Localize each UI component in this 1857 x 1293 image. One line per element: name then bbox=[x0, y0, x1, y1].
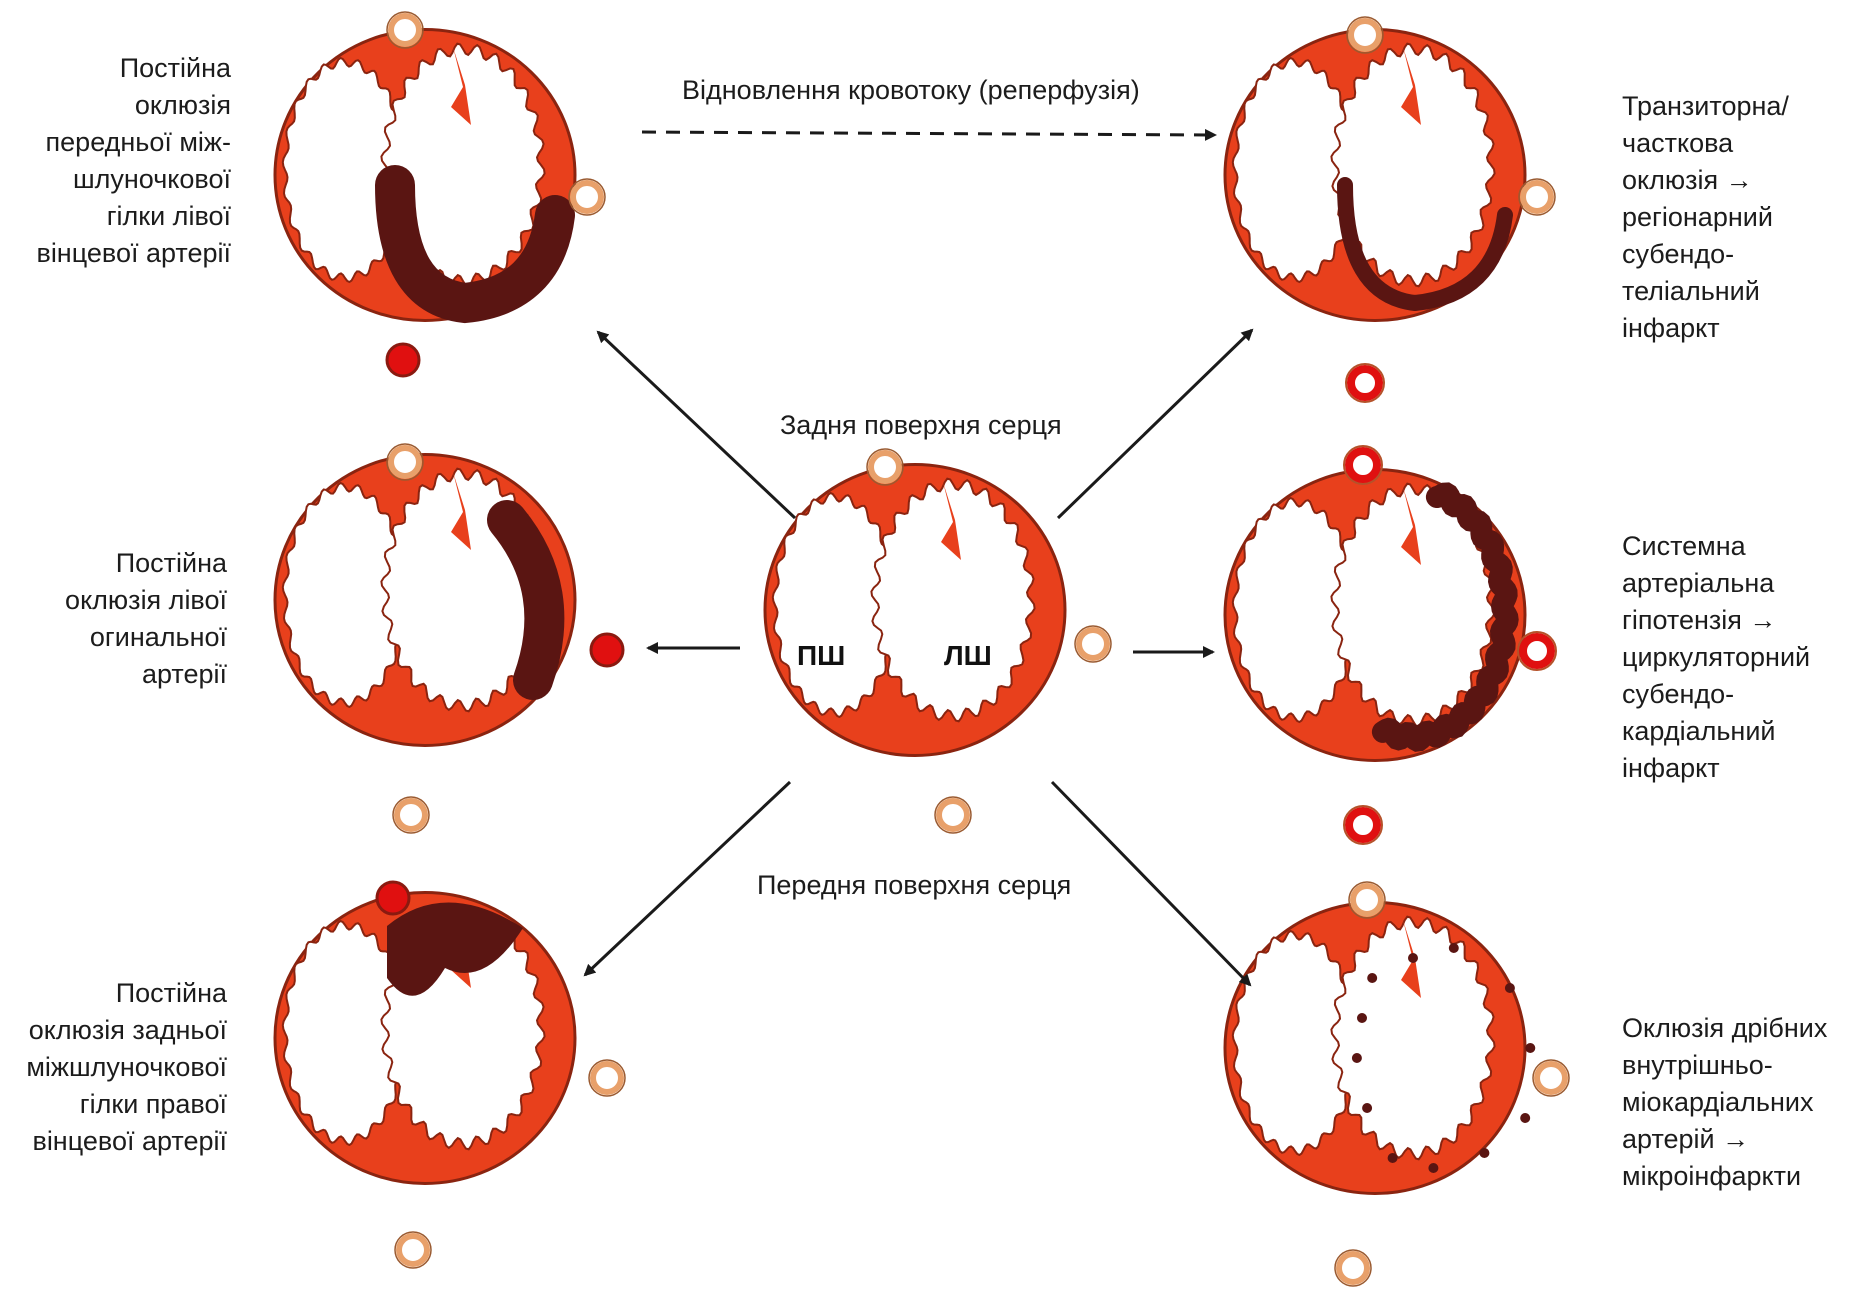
heart-section-small-vessel-occlusion bbox=[1225, 882, 1569, 1286]
heart-section-posterior-occlusion bbox=[275, 882, 625, 1268]
coronary-vessel-1 bbox=[593, 1064, 621, 1092]
micro-infarct-0 bbox=[1367, 973, 1377, 983]
heart-section-hypotension bbox=[1225, 446, 1556, 844]
caption-systemic-hypotension: Системна артеріальна гіпотензія → циркул… bbox=[1622, 528, 1810, 787]
heart-section-anterior-occlusion bbox=[275, 12, 605, 376]
caption-transient-occlusion: Транзиторна/ часткова оклюзія → регіонар… bbox=[1622, 88, 1789, 347]
coronary-vessel-1 bbox=[1523, 637, 1551, 665]
micro-infarct-9 bbox=[1362, 1103, 1372, 1113]
micro-infarct-7 bbox=[1428, 1163, 1438, 1173]
heart-section-circumflex-occlusion bbox=[275, 444, 623, 833]
arrow-to-small-vessel-occlusion bbox=[1052, 782, 1250, 985]
caption-circumflex-occlusion: Постійна оклюзія лівої огинальної артері… bbox=[65, 545, 227, 693]
occluded-vessel bbox=[591, 634, 623, 666]
arrow-to-transient-occlusion bbox=[1058, 330, 1252, 518]
partially-occluded-vessel bbox=[1351, 369, 1379, 397]
coronary-vessel-1 bbox=[1523, 183, 1551, 211]
arrow-to-anterior-occlusion bbox=[598, 332, 795, 518]
micro-infarct-6 bbox=[1479, 1148, 1489, 1158]
right-ventricle-label: ПШ bbox=[797, 640, 845, 672]
micro-infarct-11 bbox=[1357, 1013, 1367, 1023]
coronary-vessel-2 bbox=[939, 801, 967, 829]
micro-infarct-8 bbox=[1388, 1153, 1398, 1163]
coronary-vessel-2 bbox=[1349, 811, 1377, 839]
posterior-surface-label: Задня поверхня серця bbox=[780, 407, 1062, 444]
micro-infarct-3 bbox=[1505, 983, 1515, 993]
occluded-vessel bbox=[387, 344, 419, 376]
anterior-surface-label: Передня поверхня серця bbox=[757, 867, 1071, 904]
coronary-vessel-1 bbox=[1079, 630, 1107, 658]
caption-small-vessel-occlusion: Оклюзія дрібних внутрішньо- міокардіальн… bbox=[1622, 1010, 1827, 1195]
coronary-vessel-2 bbox=[399, 1236, 427, 1264]
coronary-vessel-0 bbox=[391, 16, 419, 44]
left-ventricle-label: ЛШ bbox=[944, 640, 992, 672]
heart-section-transient-occlusion bbox=[1225, 17, 1555, 402]
micro-infarct-1 bbox=[1408, 953, 1418, 963]
coronary-vessel-2 bbox=[1339, 1254, 1367, 1282]
coronary-vessel-1 bbox=[1537, 1064, 1565, 1092]
micro-infarct-5 bbox=[1520, 1113, 1530, 1123]
coronary-vessel-1 bbox=[573, 183, 601, 211]
reperfusion-label: Відновлення кровотоку (реперфузія) bbox=[682, 72, 1140, 109]
caption-posterior-descending-occlusion: Постійна оклюзія задньої міжшлуночкової … bbox=[26, 975, 227, 1160]
coronary-vessel-0 bbox=[391, 448, 419, 476]
micro-infarct-4 bbox=[1525, 1043, 1535, 1053]
occluded-vessel bbox=[377, 882, 409, 914]
coronary-vessel-2 bbox=[397, 801, 425, 829]
coronary-vessel-0 bbox=[871, 453, 899, 481]
caption-anterior-descending-occlusion: Постійна оклюзія передньої між- шлуночко… bbox=[36, 50, 231, 272]
micro-infarct-10 bbox=[1352, 1053, 1362, 1063]
micro-infarct-2 bbox=[1449, 943, 1459, 953]
reperfusion-arrow bbox=[642, 132, 1215, 135]
coronary-vessel-0 bbox=[1351, 21, 1379, 49]
coronary-vessel-0 bbox=[1349, 451, 1377, 479]
coronary-vessel-0 bbox=[1353, 886, 1381, 914]
